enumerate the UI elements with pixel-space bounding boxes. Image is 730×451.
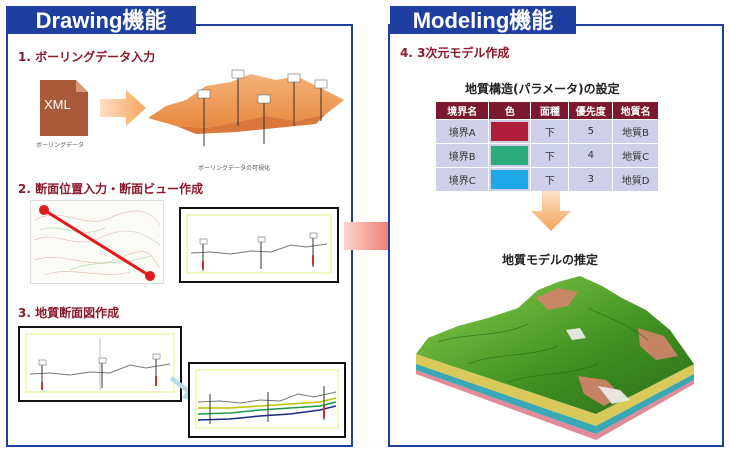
section-position-map[interactable] xyxy=(30,200,164,284)
geology-cell: 地質C xyxy=(612,143,659,168)
section-draft xyxy=(25,333,175,393)
down-arrow xyxy=(531,191,571,231)
face-cell: 下 xyxy=(530,143,570,168)
xml-file-icon xyxy=(40,80,88,136)
input-arrow xyxy=(100,90,146,126)
geology-cell: 地質B xyxy=(612,119,659,144)
step4-title: 4. 3次元モデル作成 xyxy=(400,46,510,60)
step3-title: 3. 地質断面図作成 xyxy=(18,306,120,320)
priority-cell: 3 xyxy=(568,167,614,192)
section-view-frame xyxy=(179,207,339,283)
color-cell[interactable] xyxy=(488,143,532,168)
geology-section xyxy=(195,369,339,429)
section-draft-frame xyxy=(18,326,182,402)
section-view xyxy=(186,214,332,274)
col-color: 色 xyxy=(488,101,532,120)
priority-cell: 4 xyxy=(568,143,614,168)
color-swatch xyxy=(491,146,529,165)
table-row[interactable]: 境界B 下 4 地質C xyxy=(434,143,659,168)
boring-visualization xyxy=(148,69,344,146)
color-swatch xyxy=(491,122,529,141)
boundary-cell: 境界B xyxy=(434,143,490,168)
col-boundary: 境界名 xyxy=(434,101,490,120)
color-swatch xyxy=(491,170,529,189)
param-table-title: 地質構造(パラメータ)の設定 xyxy=(465,82,620,96)
step2-title: 2. 断面位置入力・断面ビュー作成 xyxy=(18,182,204,196)
color-cell[interactable] xyxy=(488,167,532,192)
geology-section-frame xyxy=(188,362,346,438)
table-row[interactable]: 境界C 下 3 地質D xyxy=(434,167,659,192)
table-row[interactable]: 境界A 下 5 地質B xyxy=(434,119,659,144)
xml-file-caption: ボーリングデータ xyxy=(36,142,85,149)
priority-cell: 5 xyxy=(568,119,614,144)
col-geology: 地質名 xyxy=(612,101,659,120)
geology-3d-model[interactable] xyxy=(408,268,720,444)
drawing-tab: Drawing機能 xyxy=(6,6,196,34)
col-face: 面種 xyxy=(530,101,570,120)
visualization-caption: ボーリングデータの可視化 xyxy=(198,165,271,172)
step1-title: 1. ボーリングデータ入力 xyxy=(18,50,156,64)
modeling-tab: Modeling機能 xyxy=(390,6,576,34)
geology-cell: 地質D xyxy=(612,167,659,192)
face-cell: 下 xyxy=(530,119,570,144)
model-title: 地質モデルの推定 xyxy=(502,253,599,267)
face-cell: 下 xyxy=(530,167,570,192)
col-priority: 優先度 xyxy=(568,101,614,120)
boundary-cell: 境界A xyxy=(434,119,490,144)
xml-file-label: XML xyxy=(44,97,71,112)
color-cell[interactable] xyxy=(488,119,532,144)
parameter-table: 境界名 色 面種 優先度 地質名 境界A 下 5 地質B 境界B 下 4 地質C… xyxy=(434,101,659,192)
boundary-cell: 境界C xyxy=(434,167,490,192)
